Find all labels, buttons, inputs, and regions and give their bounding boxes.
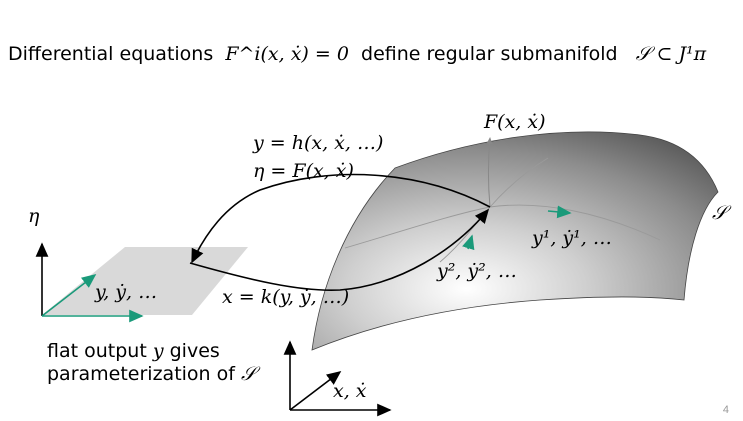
label-surface-name: 𝒮	[712, 202, 732, 224]
page-number: 4	[722, 404, 729, 416]
slide-title: Differential equations F^i(x, ẋ) = 0 def…	[8, 43, 706, 65]
caption-line1-var: y	[152, 340, 164, 362]
caption-line2-prefix: parameterization of	[47, 363, 235, 385]
caption: flat output y gives parameterization of …	[47, 340, 256, 386]
bottom-diag-axis	[289, 371, 342, 411]
label-vector-F: F(x, ẋ)	[483, 111, 546, 133]
label-map-k: x = k(y, ẏ, …)	[222, 286, 349, 308]
caption-line2-var: 𝒮	[241, 363, 256, 385]
label-curve1-vars: y¹, ẏ¹, …	[531, 227, 612, 249]
tangent-arrow-2	[462, 234, 475, 251]
label-eta-axis: η	[28, 205, 40, 227]
title-equation: F^i(x, ẋ) = 0	[225, 43, 349, 65]
label-plane-vars: y, ẏ, …	[94, 281, 157, 303]
caption-line-1: flat output y gives	[47, 340, 256, 363]
normal-vector	[486, 137, 493, 208]
label-x-axis: x, ẋ	[333, 380, 367, 402]
plane-diag-axis	[41, 274, 97, 317]
caption-line1-prefix: flat output	[47, 340, 147, 362]
submanifold-surface	[311, 131, 719, 351]
map-arrow-to-surface	[189, 208, 490, 292]
title-submanifold: 𝒮 ⊂ J¹π	[635, 43, 707, 65]
map-arrow-to-plane	[191, 173, 491, 264]
caption-line-2: parameterization of 𝒮	[47, 363, 256, 386]
caption-line1-suffix: gives	[169, 340, 220, 362]
label-map-h: y = h(x, ẋ, …)	[252, 132, 383, 154]
label-curve2-vars: y², ẏ², …	[436, 260, 517, 282]
title-middle: define regular submanifold	[361, 43, 618, 65]
tangent-arrow-1	[547, 205, 572, 219]
label-map-eta: η = F(x, ẋ)	[253, 160, 354, 182]
title-prefix: Differential equations	[8, 43, 214, 65]
